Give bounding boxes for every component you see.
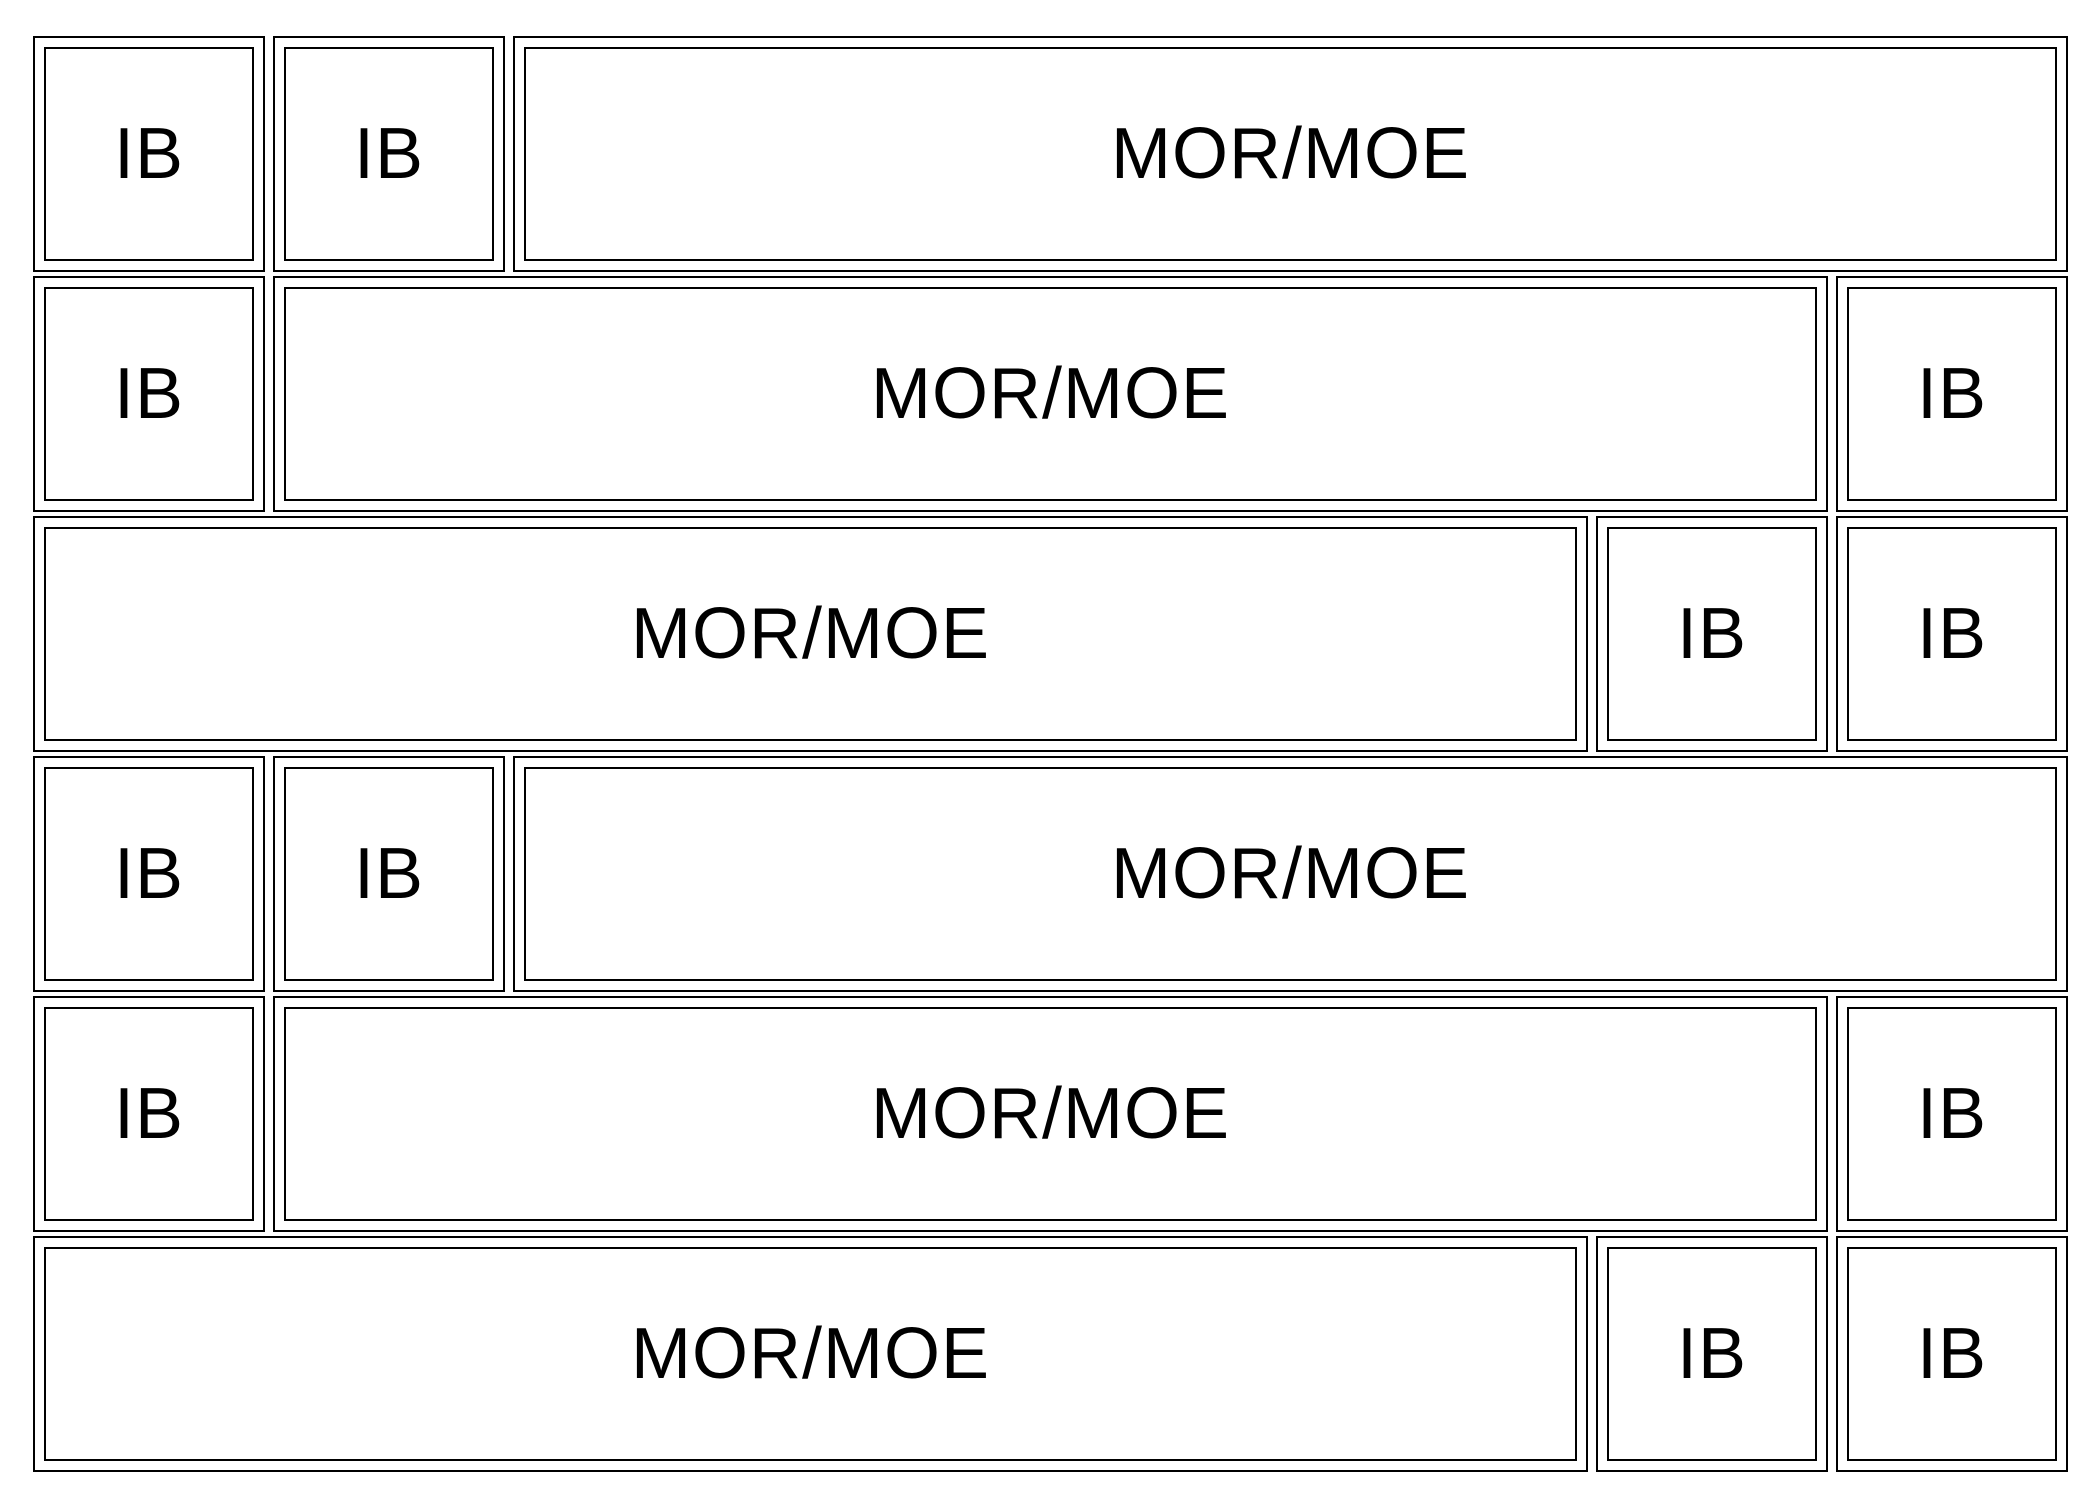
block-label: IB [1916, 1074, 1988, 1154]
ib-block: IB [33, 276, 265, 512]
ib-block: IB [273, 756, 505, 992]
mor-moe-block: MOR/MOE [513, 36, 2068, 272]
block-label: MOR/MOE [871, 1074, 1230, 1154]
block-label: MOR/MOE [871, 354, 1230, 434]
mor-moe-block: MOR/MOE [513, 756, 2068, 992]
ib-block: IB [1596, 516, 1828, 752]
block-label: IB [113, 1074, 185, 1154]
course-row-5: IB MOR/MOE IB [0, 996, 2099, 1232]
mor-moe-block: MOR/MOE [33, 516, 1588, 752]
mor-moe-block: MOR/MOE [273, 996, 1828, 1232]
ib-block: IB [33, 36, 265, 272]
block-label: IB [113, 354, 185, 434]
block-label: IB [1676, 1314, 1748, 1394]
block-label: MOR/MOE [631, 1314, 990, 1394]
block-label: IB [1676, 594, 1748, 674]
block-label: MOR/MOE [1111, 834, 1470, 914]
course-row-1: IB IB MOR/MOE [0, 36, 2099, 272]
block-label: MOR/MOE [631, 594, 990, 674]
course-row-4: IB IB MOR/MOE [0, 756, 2099, 992]
block-label: IB [113, 114, 185, 194]
ib-block: IB [1836, 996, 2068, 1232]
block-label: IB [353, 114, 425, 194]
mor-moe-block: MOR/MOE [33, 1236, 1588, 1472]
ib-block: IB [33, 756, 265, 992]
block-label: IB [1916, 354, 1988, 434]
ib-block: IB [1836, 516, 2068, 752]
ib-block: IB [33, 996, 265, 1232]
block-label: IB [1916, 594, 1988, 674]
block-label: IB [113, 834, 185, 914]
mor-moe-block: MOR/MOE [273, 276, 1828, 512]
ib-block: IB [1836, 276, 2068, 512]
course-row-6: MOR/MOE IB IB [0, 1236, 2099, 1472]
block-label: IB [353, 834, 425, 914]
ib-block: IB [1596, 1236, 1828, 1472]
course-row-3: MOR/MOE IB IB [0, 516, 2099, 752]
block-label: MOR/MOE [1111, 114, 1470, 194]
block-label: IB [1916, 1314, 1988, 1394]
course-row-2: IB MOR/MOE IB [0, 276, 2099, 512]
ib-block: IB [273, 36, 505, 272]
ib-block: IB [1836, 1236, 2068, 1472]
